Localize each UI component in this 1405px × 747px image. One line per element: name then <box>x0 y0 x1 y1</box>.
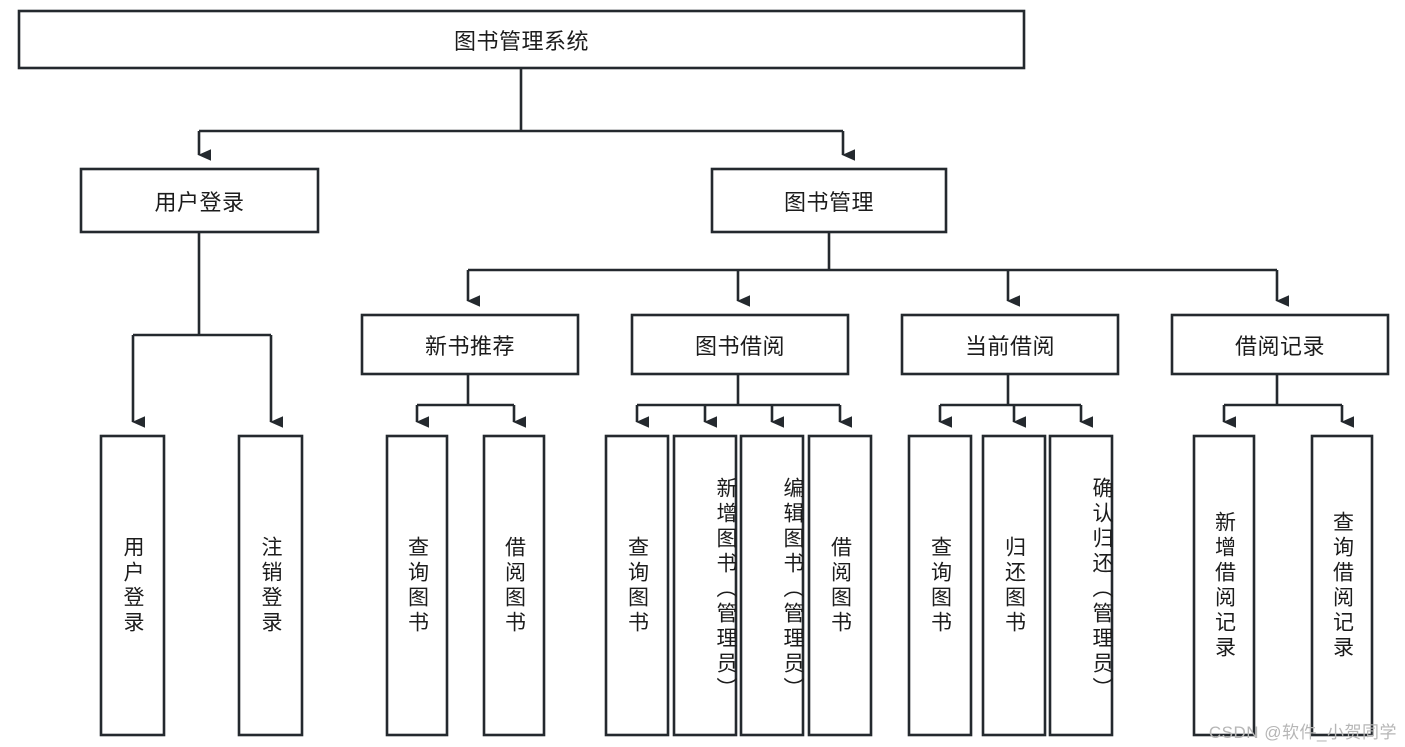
node-box-book-management[interactable] <box>710 167 948 234</box>
node-box-book-borrow[interactable] <box>630 313 850 376</box>
connectors-new-book-recommend <box>415 374 526 428</box>
node-box-leaf-query-book-borrow[interactable] <box>604 434 670 737</box>
node-box-root[interactable] <box>17 9 1026 70</box>
node-box-leaf-logout-login[interactable] <box>237 434 304 737</box>
node-box-leaf-query-book-rec[interactable] <box>385 434 449 737</box>
node-box-leaf-confirm-return-admin[interactable] <box>1048 434 1114 737</box>
node-box-borrow-record[interactable] <box>1170 313 1390 376</box>
node-box-leaf-user-login[interactable] <box>99 434 166 737</box>
node-box-leaf-borrow-book[interactable] <box>807 434 873 737</box>
node-box-user-login[interactable] <box>79 167 320 234</box>
node-box-new-book-recommend[interactable] <box>360 313 580 376</box>
node-box-leaf-return-book[interactable] <box>981 434 1047 737</box>
connectors-user-login <box>131 232 283 428</box>
connectors-root <box>197 68 855 161</box>
node-box-leaf-borrow-book-rec[interactable] <box>482 434 546 737</box>
connectors-book-borrow <box>635 374 852 428</box>
connectors-borrow-record <box>1222 374 1354 428</box>
node-box-leaf-query-book-current[interactable] <box>907 434 973 737</box>
node-box-leaf-edit-book-admin[interactable] <box>739 434 805 737</box>
connectors-current-borrow <box>938 374 1093 428</box>
node-box-leaf-add-book-admin[interactable] <box>672 434 738 737</box>
node-box-current-borrow[interactable] <box>900 313 1120 376</box>
node-box-leaf-query-borrow-record[interactable] <box>1310 434 1374 737</box>
node-boxes <box>17 9 1390 737</box>
node-box-leaf-add-borrow-record[interactable] <box>1192 434 1256 737</box>
connectors-book-management <box>466 232 1289 307</box>
